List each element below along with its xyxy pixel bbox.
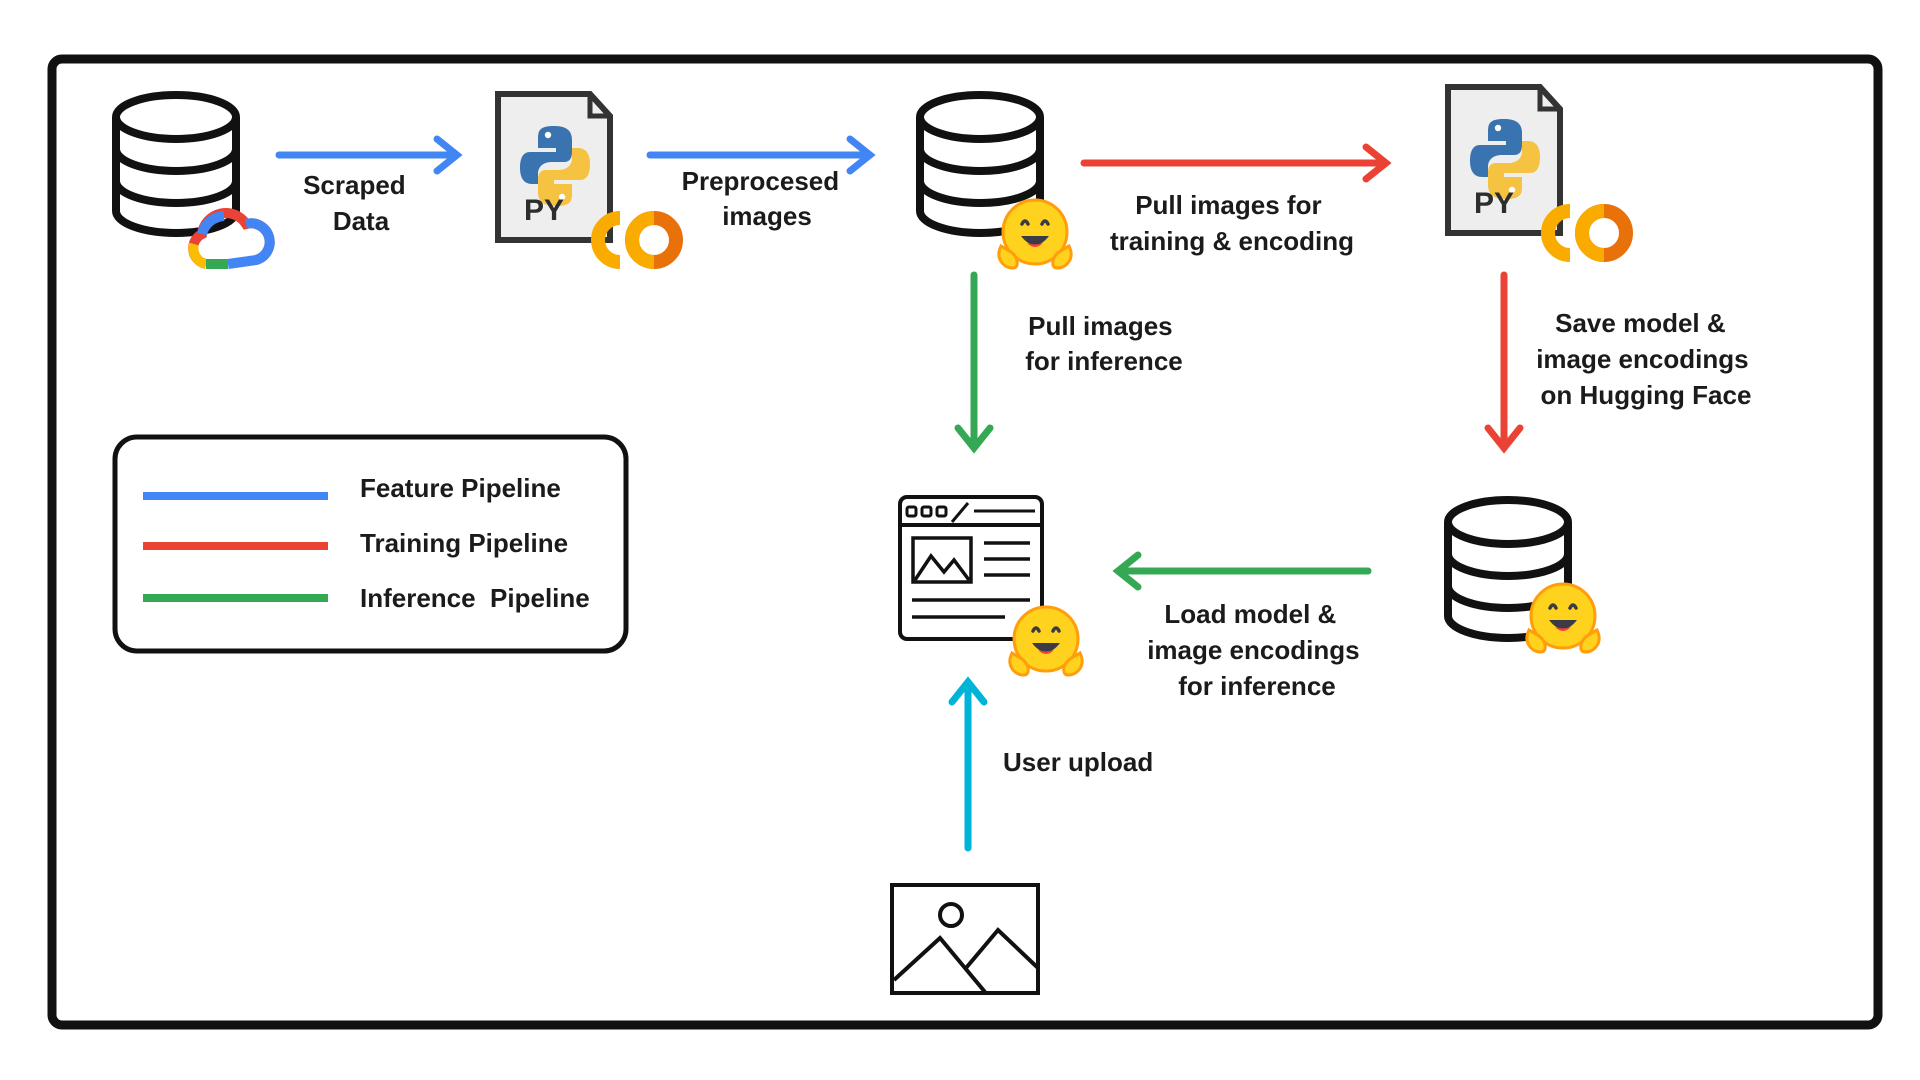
py-badge: PY xyxy=(1474,187,1514,220)
legend-label-training: Training Pipeline xyxy=(360,528,568,558)
label-save-model: Save model & image encodings on Hugging … xyxy=(1536,308,1756,410)
training-arrow-1 xyxy=(1080,143,1392,183)
hugging-face-icon xyxy=(997,198,1073,270)
label-pull-images-inference: Pull images for inference xyxy=(1025,311,1183,376)
image-icon xyxy=(890,883,1040,995)
web-app-icon xyxy=(898,495,1044,641)
inference-arrow-2 xyxy=(1112,551,1372,591)
feature-arrow-2 xyxy=(646,135,876,175)
legend-label-inference: Inference Pipeline xyxy=(360,583,590,613)
training-arrow-2 xyxy=(1484,271,1524,454)
label-load-model: Load model & image encodings for inferen… xyxy=(1147,599,1367,701)
label-preprocessed-images: Preprocesed images xyxy=(682,166,847,231)
feature-arrow-1 xyxy=(275,135,463,175)
py-badge: PY xyxy=(524,194,564,227)
upload-arrow xyxy=(948,676,988,852)
inference-arrow-1 xyxy=(954,271,994,454)
label-user-upload: User upload xyxy=(1003,747,1153,777)
legend-label-feature: Feature Pipeline xyxy=(360,473,561,503)
hugging-face-icon xyxy=(1525,582,1601,654)
label-scraped-data: Scraped Data xyxy=(303,170,413,236)
hugging-face-icon xyxy=(1008,605,1084,677)
legend: Feature Pipeline Training Pipeline Infer… xyxy=(112,434,629,654)
label-pull-images-training: Pull images for training & encoding xyxy=(1110,190,1354,256)
